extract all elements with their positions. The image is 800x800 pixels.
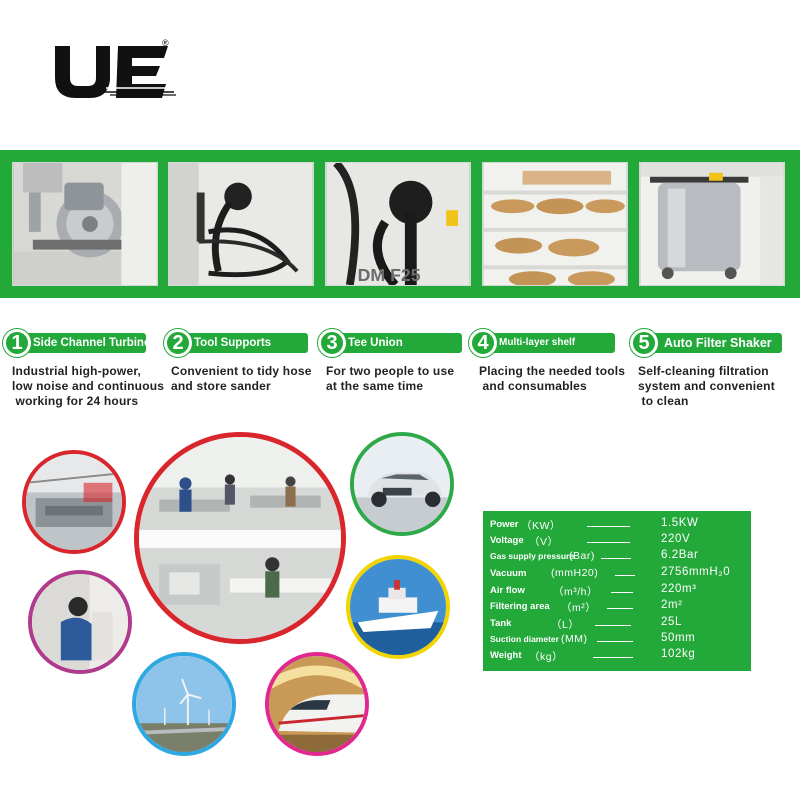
spec-label: Voltage <box>490 535 524 546</box>
car-photo <box>350 432 454 536</box>
feature-5-number: 5 <box>630 329 658 357</box>
spec-leader-line <box>587 526 630 527</box>
turbine-photo <box>12 162 158 286</box>
description-line: and store sander <box>171 379 271 393</box>
spec-leader-line <box>595 625 631 626</box>
feature-4-number: 4 <box>469 329 497 357</box>
feature-4-title: Multi-layer shelf <box>483 333 615 353</box>
spec-label: Air flow <box>490 585 525 596</box>
registered-mark: ® <box>162 38 169 48</box>
spec-value: 2m² <box>661 599 683 611</box>
spec-unit: （L） <box>551 619 580 631</box>
spec-unit: (Bar) <box>569 550 595 562</box>
spec-row-gas-pressure: Gas supply pressure (Bar) 6.2Bar <box>483 549 751 565</box>
description-line: low noise and continuous <box>12 379 165 393</box>
description-line: Industrial high-power, <box>12 364 142 378</box>
spec-label: Weight <box>490 650 522 661</box>
spec-row-voltage: Voltage （V） 220V <box>483 533 751 549</box>
tee-union-photo: DM F25 <box>325 162 471 286</box>
feature-3-number: 3 <box>318 329 346 357</box>
feature-3-description: For two people to use at the same time <box>326 364 454 394</box>
description-line: Convenient to tidy hose <box>171 364 312 378</box>
worker-photo <box>28 570 132 674</box>
feature-3: Tee Union 3 <box>318 329 462 357</box>
spec-row-tank: Tank （L） 25L <box>483 616 751 632</box>
feature-photo-strip: DM F25 <box>0 150 800 298</box>
specification-table: Power （KW） 1.5KW Voltage （V） 220V Gas su… <box>483 511 751 671</box>
spec-leader-line <box>607 608 633 609</box>
feature-2-title: Tool Supports <box>178 333 308 353</box>
spec-row-power: Power （KW） 1.5KW <box>483 517 751 533</box>
spec-leader-line <box>597 641 633 642</box>
feature-1-number: 1 <box>3 329 31 357</box>
shelf-photo <box>482 162 628 286</box>
description-line: and consumables <box>479 379 587 393</box>
description-line: For two people to use <box>326 364 455 378</box>
description-line: Self-cleaning filtration <box>638 364 769 378</box>
spec-label: Gas supply pressure <box>490 551 575 561</box>
feature-5-description: Self-cleaning filtration system and conv… <box>638 364 775 409</box>
spec-label: Filtering area <box>490 601 550 612</box>
spec-leader-line <box>601 558 631 559</box>
spec-row-suction-diameter: Suction diameter (MM) 50mm <box>483 632 751 648</box>
description-line: working for 24 hours <box>12 394 139 408</box>
spec-unit: （KW） <box>521 520 561 532</box>
feature-5-title: Auto Filter Shaker <box>644 333 782 353</box>
spec-label: Power <box>490 519 519 530</box>
spec-value: 25L <box>661 616 682 628</box>
feature-1-title: Side Channel Turbine <box>17 333 150 353</box>
spec-unit: （m³/h） <box>553 586 598 598</box>
spec-row-filtering-area: Filtering area （m²） 2m² <box>483 599 751 615</box>
wind-turbine-photo <box>132 652 236 756</box>
feature-1: Side Channel Turbine 1 <box>3 329 150 357</box>
spec-leader-line <box>587 542 630 543</box>
feature-4-description: Placing the needed tools and consumables <box>479 364 625 394</box>
workshop-photo <box>134 432 346 644</box>
spec-unit: （kg） <box>529 651 564 663</box>
spec-value: 102kg <box>661 648 696 660</box>
brand-logo: ® <box>50 38 180 104</box>
spec-unit: (MM) <box>561 633 588 645</box>
spec-row-weight: Weight （kg） 102kg <box>483 648 751 664</box>
spec-value: 1.5KW <box>661 517 699 529</box>
spec-leader-line <box>615 575 635 576</box>
spec-unit: （V） <box>529 536 559 548</box>
spec-leader-line <box>593 657 633 658</box>
spec-value: 50mm <box>661 632 696 644</box>
filter-tank-photo <box>639 162 785 286</box>
feature-2-description: Convenient to tidy hose and store sander <box>171 364 312 394</box>
spec-row-vacuum: Vacuum (mmH20) 2756mmH₂0 <box>483 566 751 582</box>
ship-photo <box>346 555 450 659</box>
feature-3-title: Tee Union <box>332 333 462 353</box>
spec-unit: （m²） <box>561 602 597 614</box>
factory-photo <box>22 450 126 554</box>
feature-4: Multi-layer shelf 4 <box>469 329 615 357</box>
description-line: to clean <box>638 394 689 408</box>
spec-label: Suction diameter <box>490 634 559 644</box>
spec-value: 220m³ <box>661 583 697 595</box>
description-line: Placing the needed tools <box>479 364 626 378</box>
feature-2-number: 2 <box>164 329 192 357</box>
description-line: at the same time <box>326 379 424 393</box>
spec-unit: (mmH20) <box>551 567 599 579</box>
machine-model-text: DM F25 <box>358 265 421 285</box>
description-line: system and convenient <box>638 379 775 393</box>
spec-value: 220V <box>661 533 691 545</box>
spec-label: Tank <box>490 618 512 629</box>
spec-value: 2756mmH₂0 <box>661 566 731 578</box>
spec-row-air-flow: Air flow （m³/h） 220m³ <box>483 583 751 599</box>
tool-support-photo <box>168 162 314 286</box>
spec-label: Vacuum <box>490 568 527 579</box>
feature-1-description: Industrial high-power, low noise and con… <box>12 364 164 409</box>
spec-value: 6.2Bar <box>661 549 699 561</box>
feature-2: Tool Supports 2 <box>164 329 308 357</box>
feature-5: Auto Filter Shaker 5 <box>630 329 782 357</box>
spec-leader-line <box>611 592 633 593</box>
train-photo <box>265 652 369 756</box>
